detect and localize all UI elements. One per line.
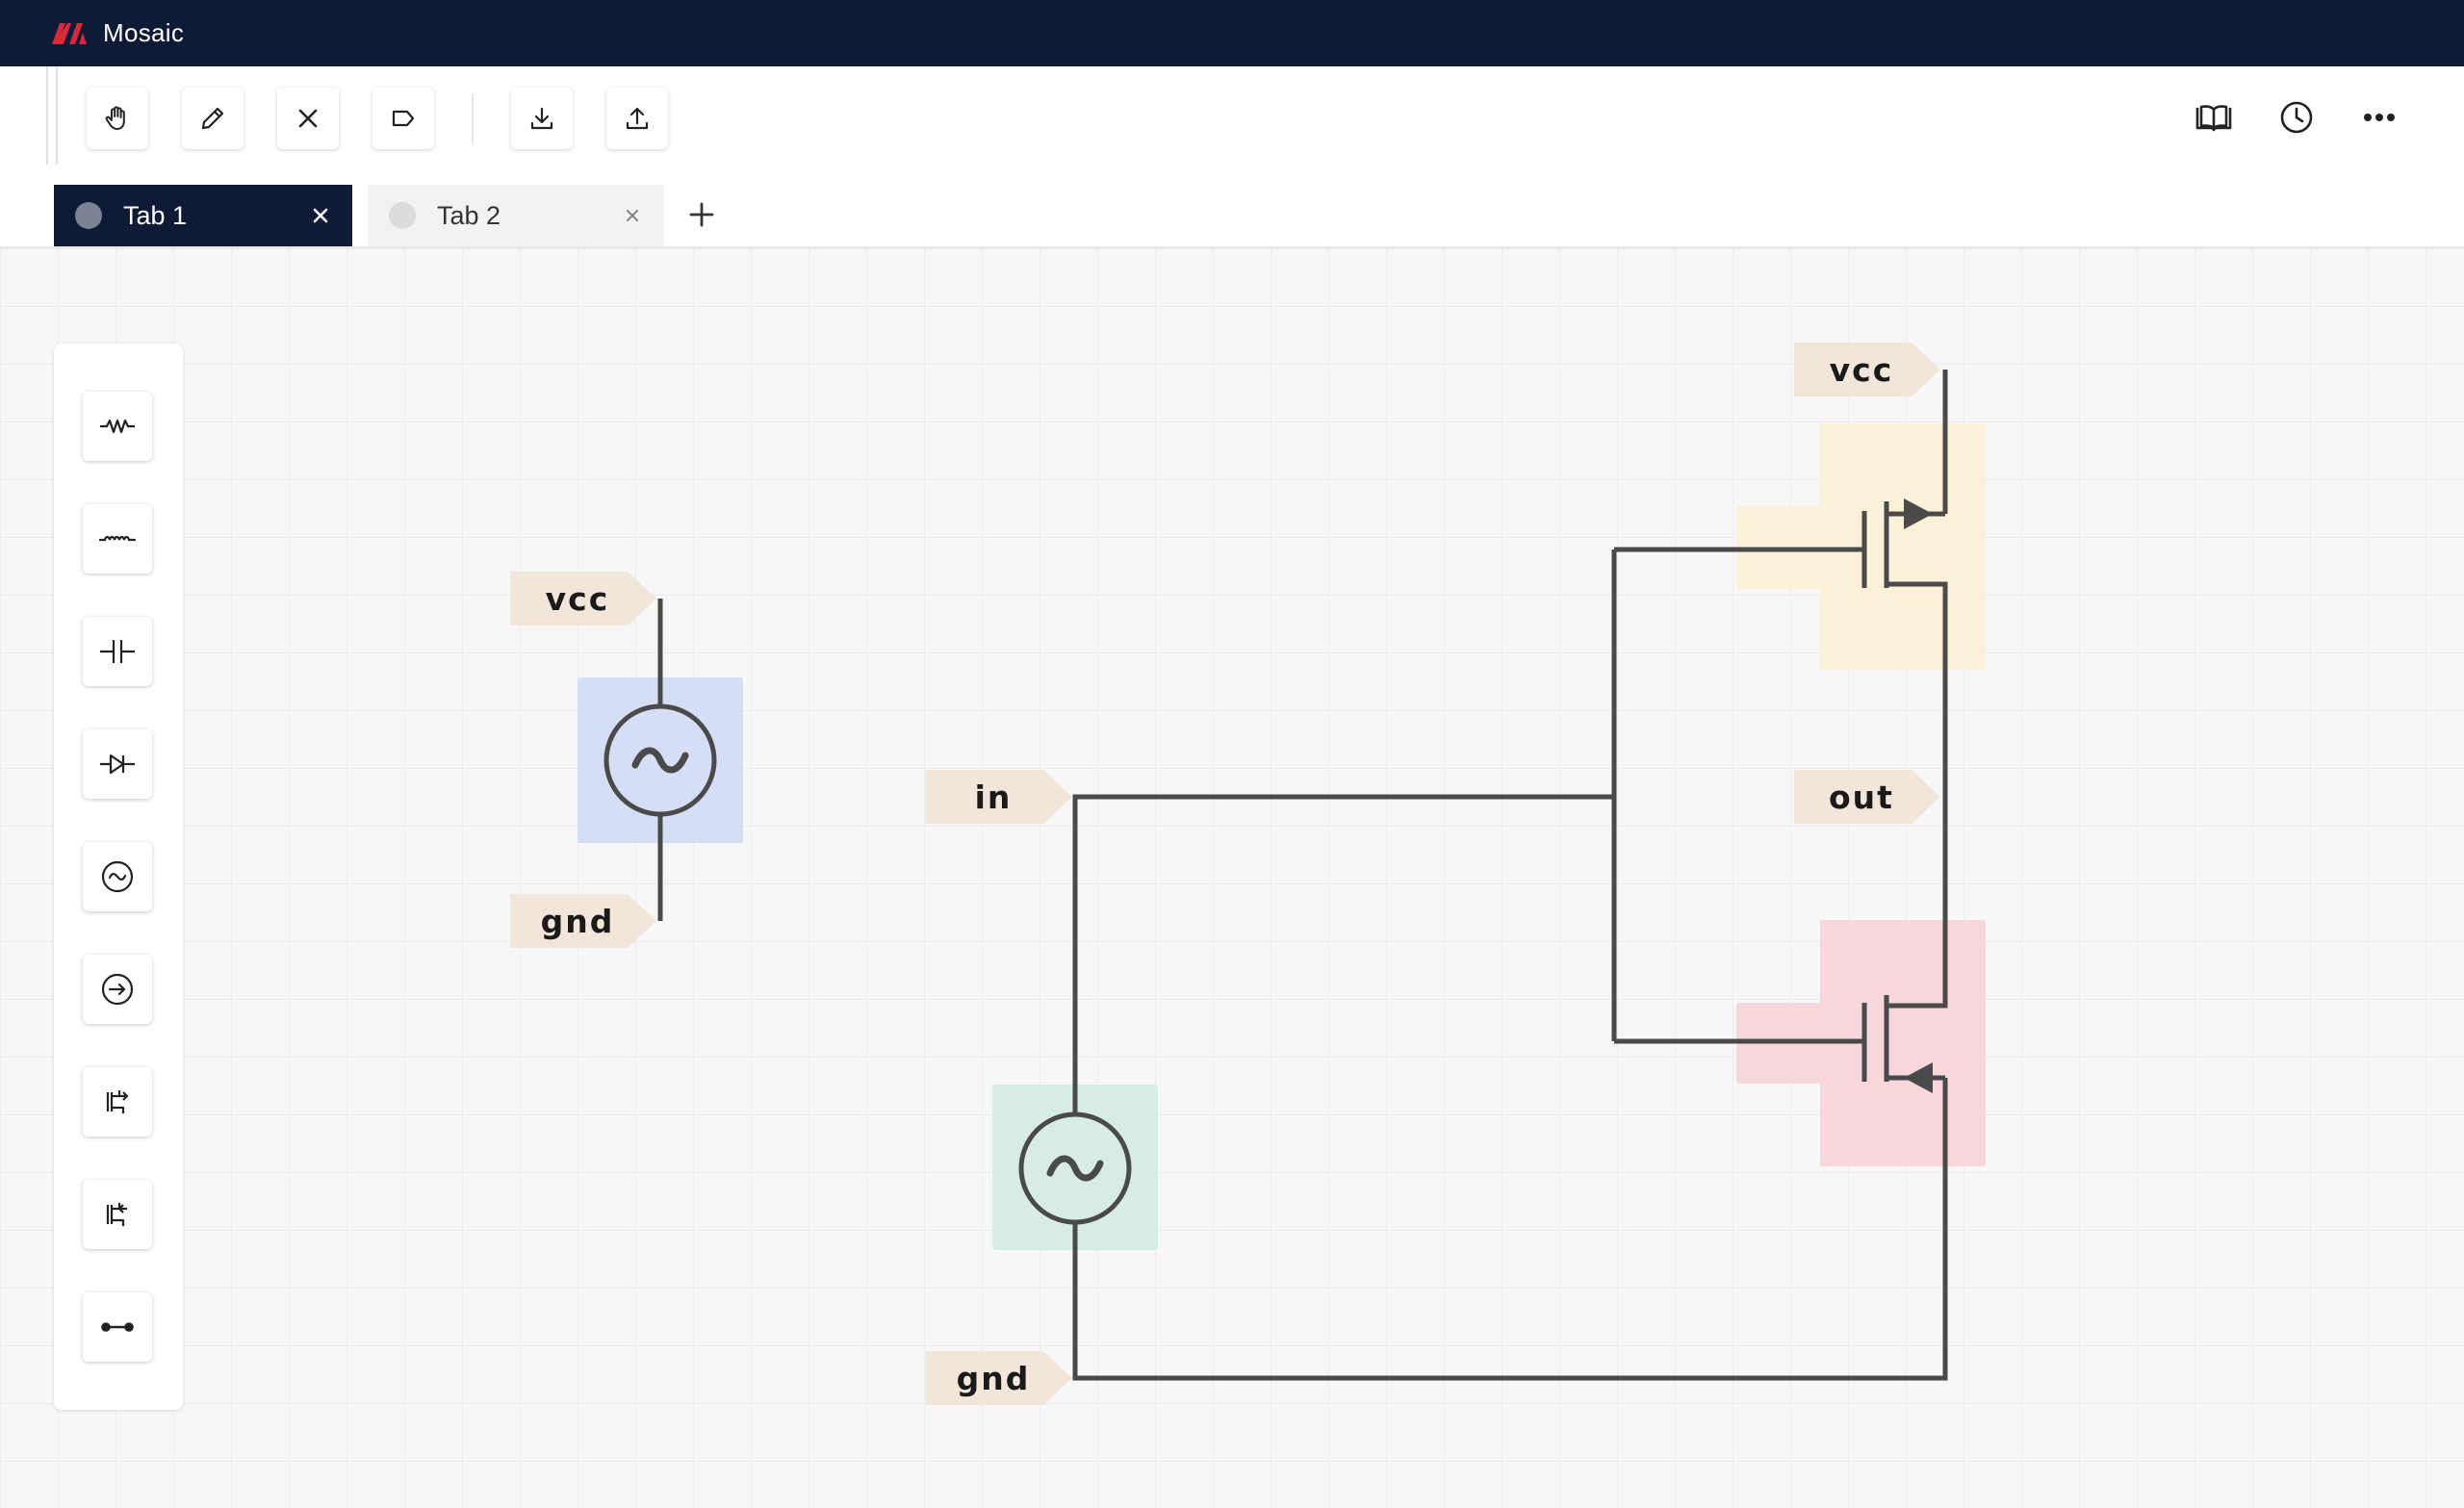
clock-icon xyxy=(2280,101,2313,134)
hand-icon xyxy=(105,106,125,130)
current-source-button[interactable] xyxy=(83,955,152,1024)
nmos-button[interactable] xyxy=(83,1067,152,1137)
label-tag-left-gnd[interactable]: gnd xyxy=(510,894,656,948)
ac-source-button[interactable] xyxy=(83,842,152,911)
circuit-canvas[interactable] xyxy=(0,248,2464,1508)
pmos-block[interactable] xyxy=(1736,423,1986,670)
tab-bar: Tab 1 Tab 2 xyxy=(0,165,2464,248)
label-text: gnd xyxy=(541,903,615,940)
label-tag-icon xyxy=(392,110,415,127)
wire-button[interactable] xyxy=(83,1292,152,1362)
book-icon xyxy=(2195,105,2232,132)
nmos-transistor[interactable] xyxy=(1861,995,1945,1093)
label-tag-left-vcc[interactable]: vcc xyxy=(510,572,656,626)
capacitor-button[interactable] xyxy=(83,617,152,686)
pmos-icon xyxy=(106,1203,127,1226)
wire-icon xyxy=(101,1322,134,1332)
left-ac-source[interactable] xyxy=(603,703,717,817)
wire[interactable] xyxy=(1886,581,1948,1009)
component-palette xyxy=(54,344,183,1410)
wires xyxy=(657,370,1948,1381)
close-tab-icon[interactable] xyxy=(306,201,335,230)
label-text: vcc xyxy=(1830,351,1894,389)
close-icon xyxy=(298,109,318,128)
label-tag-in[interactable]: in xyxy=(926,770,1072,824)
nmos-icon xyxy=(106,1090,129,1113)
add-tab-icon[interactable] xyxy=(685,198,718,231)
label-tag-right-vcc[interactable]: vcc xyxy=(1794,343,1940,396)
label-tool-button[interactable] xyxy=(372,88,434,149)
more-icon xyxy=(2364,114,2395,121)
current-source-icon xyxy=(101,973,134,1006)
top-bar: Mosaic xyxy=(0,0,2464,66)
tab-label: Tab 2 xyxy=(437,200,501,230)
download-button[interactable] xyxy=(511,88,573,149)
docs-button[interactable] xyxy=(2193,96,2235,139)
wire[interactable] xyxy=(1072,794,1614,1116)
tab-status-dot xyxy=(75,202,102,229)
upload-icon xyxy=(626,107,649,130)
pmos-transistor[interactable] xyxy=(1861,498,1945,588)
label-text: gnd xyxy=(957,1360,1031,1397)
tab-2[interactable]: Tab 2 xyxy=(368,185,664,246)
diode-icon xyxy=(100,754,135,775)
pan-tool-button[interactable] xyxy=(87,88,148,149)
pmos-button[interactable] xyxy=(83,1180,152,1249)
tab-status-dot xyxy=(389,202,416,229)
history-button[interactable] xyxy=(2275,96,2318,139)
toolbar xyxy=(0,66,2464,166)
inductor-button[interactable] xyxy=(83,504,152,574)
tab-1[interactable]: Tab 1 xyxy=(54,185,352,246)
mosaic-logo-icon[interactable] xyxy=(50,21,89,46)
delete-tool-button[interactable] xyxy=(277,88,339,149)
pencil-icon xyxy=(201,107,224,130)
label-text: in xyxy=(975,779,1013,816)
app-title: Mosaic xyxy=(103,18,185,47)
resistor-icon xyxy=(100,419,135,434)
more-options-button[interactable] xyxy=(2358,96,2400,139)
resistor-button[interactable] xyxy=(83,392,152,461)
label-tag-out[interactable]: out xyxy=(1794,770,1940,824)
tab-label: Tab 1 xyxy=(123,200,188,230)
upload-button[interactable] xyxy=(606,88,668,149)
label-tag-gnd-bottom[interactable]: gnd xyxy=(926,1351,1072,1405)
wire[interactable] xyxy=(1072,1078,1948,1381)
diode-button[interactable] xyxy=(83,729,152,799)
label-text: vcc xyxy=(546,580,610,618)
toolbar-divider xyxy=(472,93,474,143)
label-text: out xyxy=(1829,779,1894,816)
download-icon xyxy=(530,107,553,130)
inductor-icon xyxy=(98,535,137,542)
capacitor-icon xyxy=(100,640,135,663)
close-tab-icon[interactable] xyxy=(618,201,647,230)
bottom-ac-source[interactable] xyxy=(1018,1112,1132,1225)
toolbar-left-divider xyxy=(46,66,58,165)
ac-source-icon xyxy=(101,860,134,893)
draw-tool-button[interactable] xyxy=(182,88,244,149)
